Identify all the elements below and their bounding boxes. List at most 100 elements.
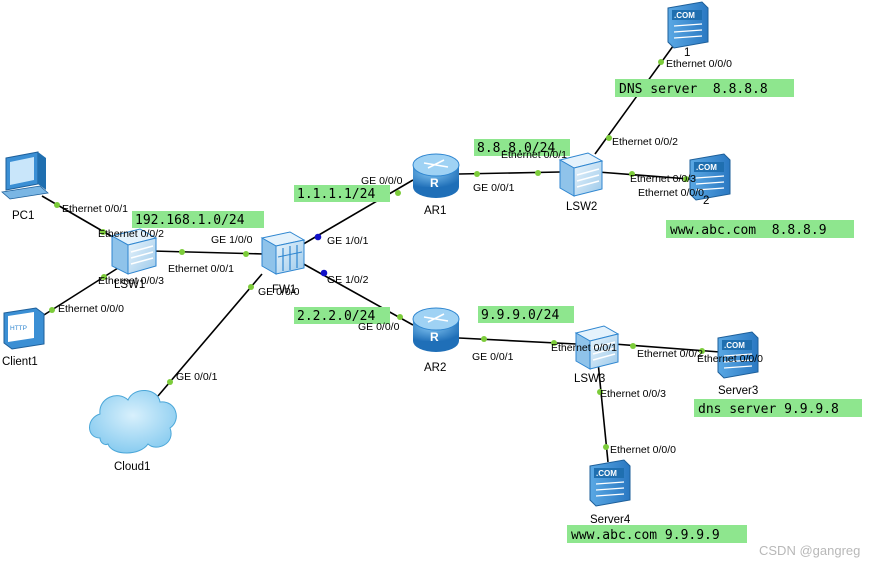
device-fw1[interactable]: FW1 [260,231,306,296]
device-label-ar2: AR2 [424,362,446,374]
port-label: GE 0/0/1 [176,371,218,383]
port-dot [101,274,107,280]
client-badge-text: HTTP [10,325,27,332]
com-server-icon: .COM [717,331,759,379]
port-dot [606,135,612,141]
note-dns2: dns server 9.9.9.8 [694,399,862,417]
com-server-icon: .COM [589,459,631,507]
switch-icon [558,152,604,197]
port-dot [481,336,487,342]
port-dot [248,284,254,290]
port-labels: Ethernet 0/0/1 Ethernet 0/0/2 Ethernet 0… [58,58,763,456]
router-icon: R [412,153,460,198]
port-label: Ethernet 0/0/0 [638,187,704,199]
note-lsw3-net: 9.9.9.0/24 [478,306,574,323]
port-label: GE 0/0/0 [258,286,300,298]
device-label-lsw1: LSW1 [114,279,145,291]
port-label: GE 1/0/2 [327,274,369,286]
device-server4[interactable]: .COM Server4 [589,459,631,526]
port-label: GE 1/0/0 [211,234,253,246]
port-label: Ethernet 0/0/2 [637,348,703,360]
port-dot [179,249,185,255]
device-pc1[interactable]: PC1 [1,151,49,222]
port-label: Ethernet 0/0/1 [551,342,617,354]
note-lsw2-net: 8.8.8.0/24 [474,139,570,156]
device-label-ar1: AR1 [424,205,446,217]
device-client1[interactable]: HTTP Client1 [2,307,45,368]
port-dot [535,170,541,176]
port-label: Ethernet 0/0/3 [600,388,666,400]
device-cloud1[interactable]: Cloud1 [89,390,177,473]
link-fw1-cloud1 [157,273,263,397]
port-label: Ethernet 0/0/3 [630,173,696,185]
port-label: Ethernet 0/0/1 [168,263,234,275]
server-badge-text: .COM [696,163,717,172]
http-client-icon: HTTP [3,307,45,350]
port-label: Ethernet 0/0/2 [98,228,164,240]
note-web1-text: www.abc.com 8.8.8.9 [670,223,827,238]
device-label-lsw3: LSW3 [574,373,605,385]
port-label: GE 0/0/0 [361,175,403,187]
note-dns1: DNS server 8.8.8.8 [615,79,794,97]
server-badge-text: .COM [724,341,745,350]
device-server3[interactable]: .COM Server3 [717,331,759,397]
note-web2: www.abc.com 9.9.9.9 [567,525,747,543]
port-dot [630,343,636,349]
port-dot [629,171,635,177]
note-ar1-net: 1.1.1.1/24 [294,185,390,202]
port-dot [597,389,603,395]
server-badge-text: .COM [596,469,617,478]
port-dot [49,307,55,313]
device-label-lsw2: LSW2 [566,201,597,213]
port-label: Ethernet 0/0/2 [612,136,678,148]
port-label: Ethernet 0/0/0 [58,303,124,315]
port-dot [699,348,705,354]
device-label-fw1: FW1 [272,284,296,296]
port-dot [395,190,401,196]
device-label-cloud1: Cloud1 [114,461,150,473]
port-dots [49,59,705,450]
note-lsw2-net-text: 8.8.8.0/24 [477,141,555,156]
note-web1: www.abc.com 8.8.8.9 [666,220,854,238]
port-label: Ethernet 0/0/0 [697,353,763,365]
note-ar2-net-text: 2.2.2.0/24 [297,309,375,324]
port-dot [54,202,60,208]
port-label: GE 1/0/1 [327,235,369,247]
device-server1[interactable]: .COM 1 [667,1,709,59]
port-dot [314,233,322,241]
device-ar2[interactable]: R AR2 [412,307,460,374]
router-icon: R [412,307,460,352]
device-lsw3[interactable]: LSW3 [574,325,620,385]
port-dot [474,171,480,177]
port-dot [100,229,106,235]
port-dot [683,176,689,182]
port-dot [551,340,557,346]
port-dot [320,269,328,277]
device-lsw2[interactable]: LSW2 [558,152,604,213]
device-label-server2: 2 [703,195,709,207]
link-fw1-ar2 [299,261,414,326]
device-ar1[interactable]: R AR1 [412,153,460,217]
cloud-icon [89,390,177,454]
port-label: Ethernet 0/0/0 [610,444,676,456]
svg-text:R: R [430,330,439,344]
port-label: GE 0/0/1 [473,182,515,194]
firewall-icon [260,231,306,275]
note-web2-text: www.abc.com 9.9.9.9 [571,528,720,543]
server-badge-text: .COM [674,11,695,20]
note-lsw3-net-text: 9.9.9.0/24 [481,308,559,323]
pc-icon [1,151,49,200]
note-lan: 192.168.1.0/24 [132,211,264,228]
port-label: Ethernet 0/0/1 [62,203,128,215]
port-label: GE 0/0/0 [358,321,400,333]
note-dns2-text: dns server 9.9.9.8 [698,402,839,417]
device-lsw1[interactable]: LSW1 [110,228,158,291]
port-dot [397,314,403,320]
note-ar1-net-text: 1.1.1.1/24 [297,187,375,202]
device-server2[interactable]: .COM 2 [689,153,731,207]
note-ar2-net: 2.2.2.0/24 [294,307,390,324]
device-label-server3: Server3 [718,385,758,397]
port-label: Ethernet 0/0/3 [98,275,164,287]
device-label-server4: Server4 [590,514,631,526]
